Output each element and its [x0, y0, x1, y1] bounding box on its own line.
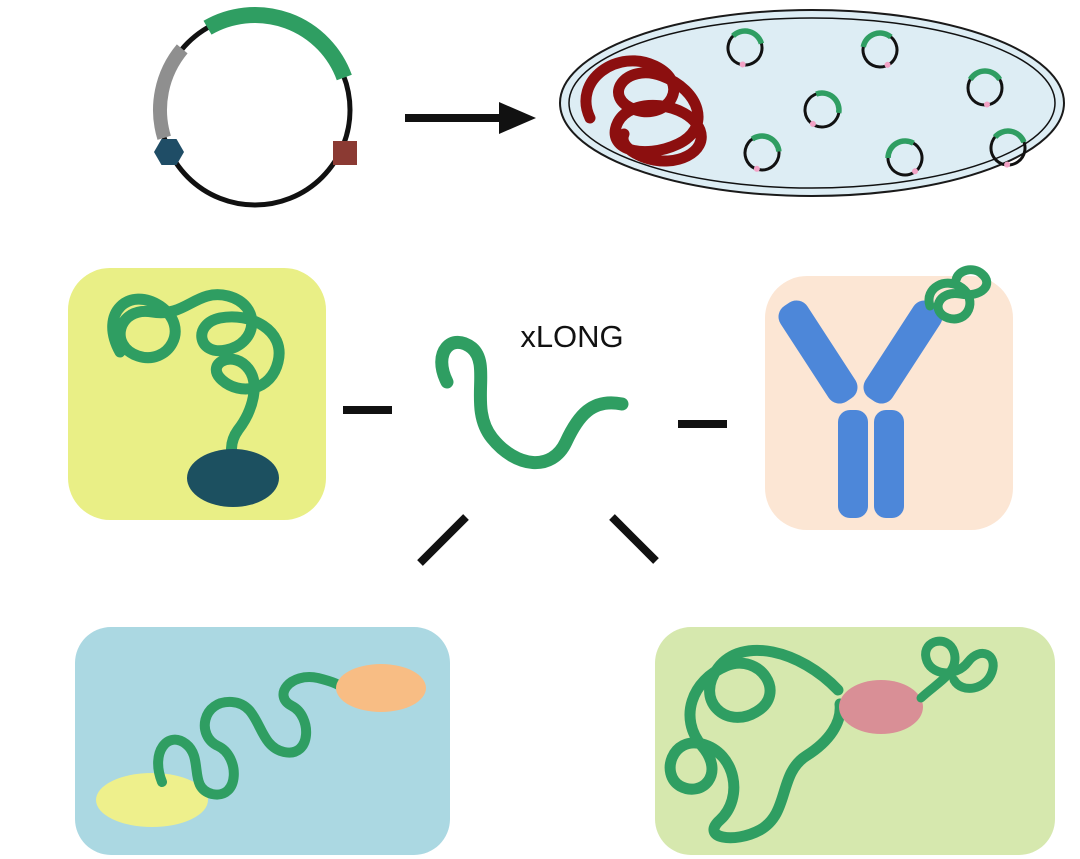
antibody-attached-squiggle	[924, 265, 992, 324]
cell-outer-membrane	[559, 9, 1065, 197]
xlong-squiggle	[435, 336, 629, 470]
plasmid-gray-segment	[153, 44, 188, 140]
orange-domain-blob	[336, 664, 426, 712]
cell-inner-membrane	[568, 17, 1056, 189]
connector-dashes	[343, 406, 727, 566]
plasmid-construct	[153, 6, 357, 208]
panel-antibody-fusion	[765, 265, 1013, 530]
plasmid-square-marker	[333, 141, 357, 165]
antibody-icon	[778, 300, 943, 518]
yellow-domain-blob	[96, 773, 208, 827]
genomic-dna-tangle	[580, 55, 707, 167]
connector-dash-lower-right	[609, 514, 659, 564]
plasmid-gene-insert-segment	[203, 6, 352, 81]
molecule-label: xLONG	[520, 319, 623, 354]
panel-two-domain-fusion	[75, 627, 450, 855]
panel-folded-domain-fusion	[68, 268, 326, 520]
connector-dash-lower-left	[417, 514, 469, 566]
antibody-left-stem	[838, 410, 868, 518]
folded-domain-blob	[187, 449, 279, 507]
cell	[559, 9, 1065, 197]
linker-squiggle	[153, 672, 347, 800]
disordered-protein-tangle	[107, 289, 285, 470]
small-protein-tangle	[916, 636, 998, 703]
antibody-left-arm	[778, 300, 858, 404]
transformation-arrow-icon	[405, 102, 536, 134]
xlong-molecule: xLONG	[435, 319, 629, 470]
large-protein-tangle	[664, 644, 846, 844]
arrow-head	[499, 102, 536, 134]
panel-large-tangle-fusion	[655, 627, 1055, 855]
antibody-right-arm	[863, 300, 943, 404]
pink-domain-blob	[839, 680, 923, 734]
plasmid-hexagon-marker	[154, 139, 184, 165]
antibody-right-stem	[874, 410, 904, 518]
